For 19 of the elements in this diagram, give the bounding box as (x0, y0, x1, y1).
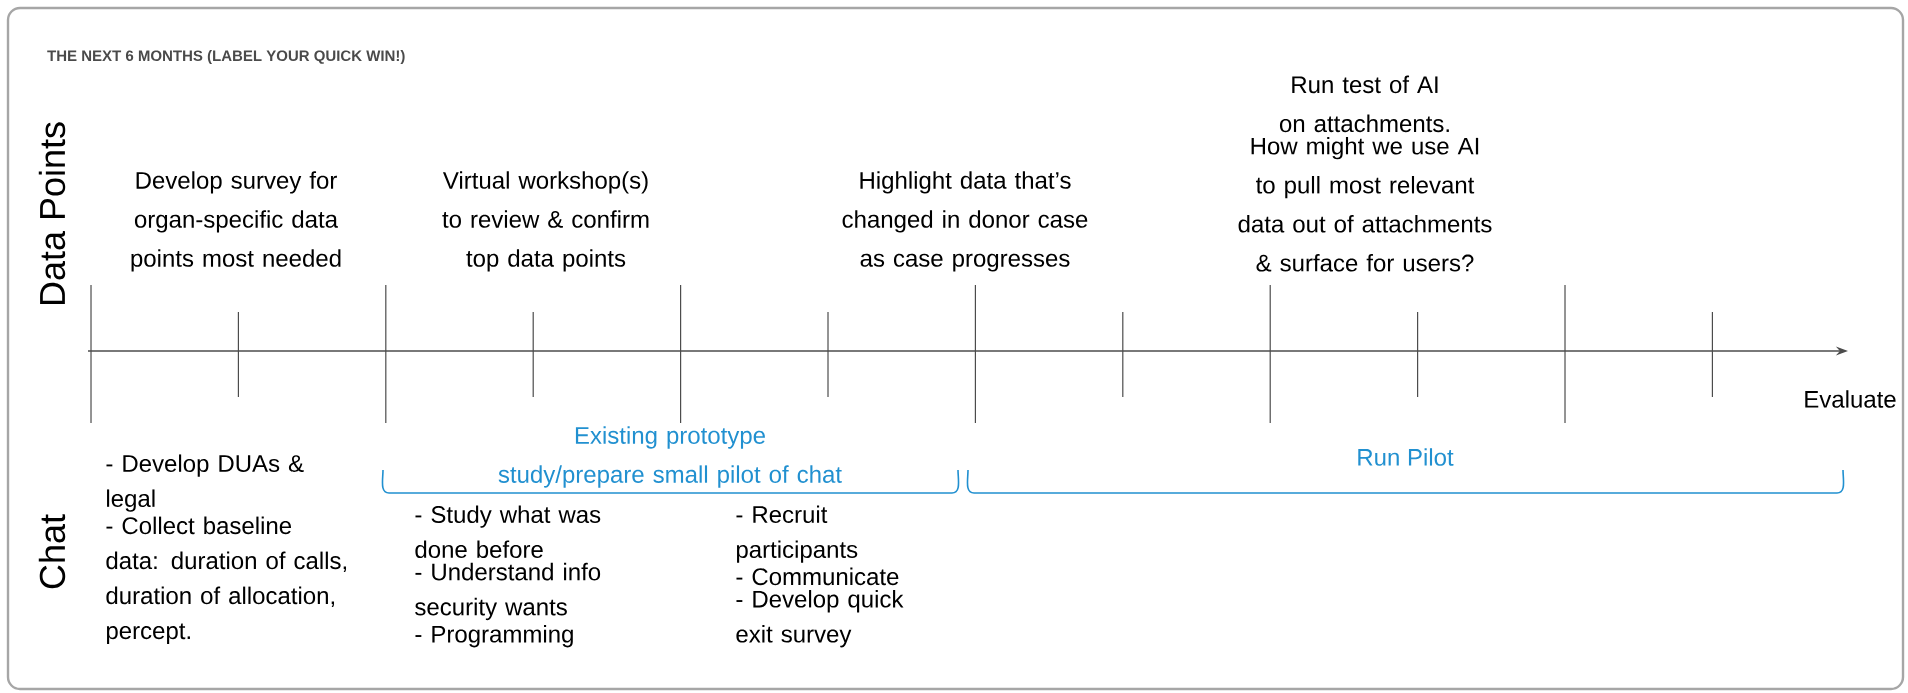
task-item: - Programming (415, 625, 573, 648)
heading: THE NEXT 6 MONTHS (LABEL YOUR QUICK WIN!) (47, 50, 405, 64)
row-label: Data Points (38, 122, 66, 305)
task-item: - Understand info security wants (415, 562, 601, 621)
phase-label: Run Pilot (1358, 448, 1454, 466)
task-item: - Develop DUAs & legal (106, 454, 304, 512)
milestone-text: Run test of AI on attachments. (1279, 75, 1449, 133)
milestone-text: Highlight data that’s changed in donor case as case progresses (842, 171, 1088, 272)
milestone-text: Virtual workshop(s) to review & confirm top data points (442, 171, 649, 272)
task-item: - Develop quick exit survey (736, 590, 904, 648)
task-item: - Communicate (736, 567, 899, 586)
milestone-text: How might we use AI to pull most relevant data out of attachments & surface for users? (1238, 137, 1492, 272)
phase-label: Existing prototype study/prepare small pilot of chat (498, 426, 842, 488)
row-label: Chat (38, 514, 66, 589)
task-item: - Study what was done before (415, 505, 601, 558)
task-item: - Recruit participants (736, 505, 858, 563)
milestone-text: Develop survey for organ-specific data points most needed (131, 171, 341, 272)
task-item: - Collect baseline data: duration of calls, duration of allocation, percept. (106, 516, 346, 644)
endpoint-label: Evaluate (1805, 390, 1896, 408)
